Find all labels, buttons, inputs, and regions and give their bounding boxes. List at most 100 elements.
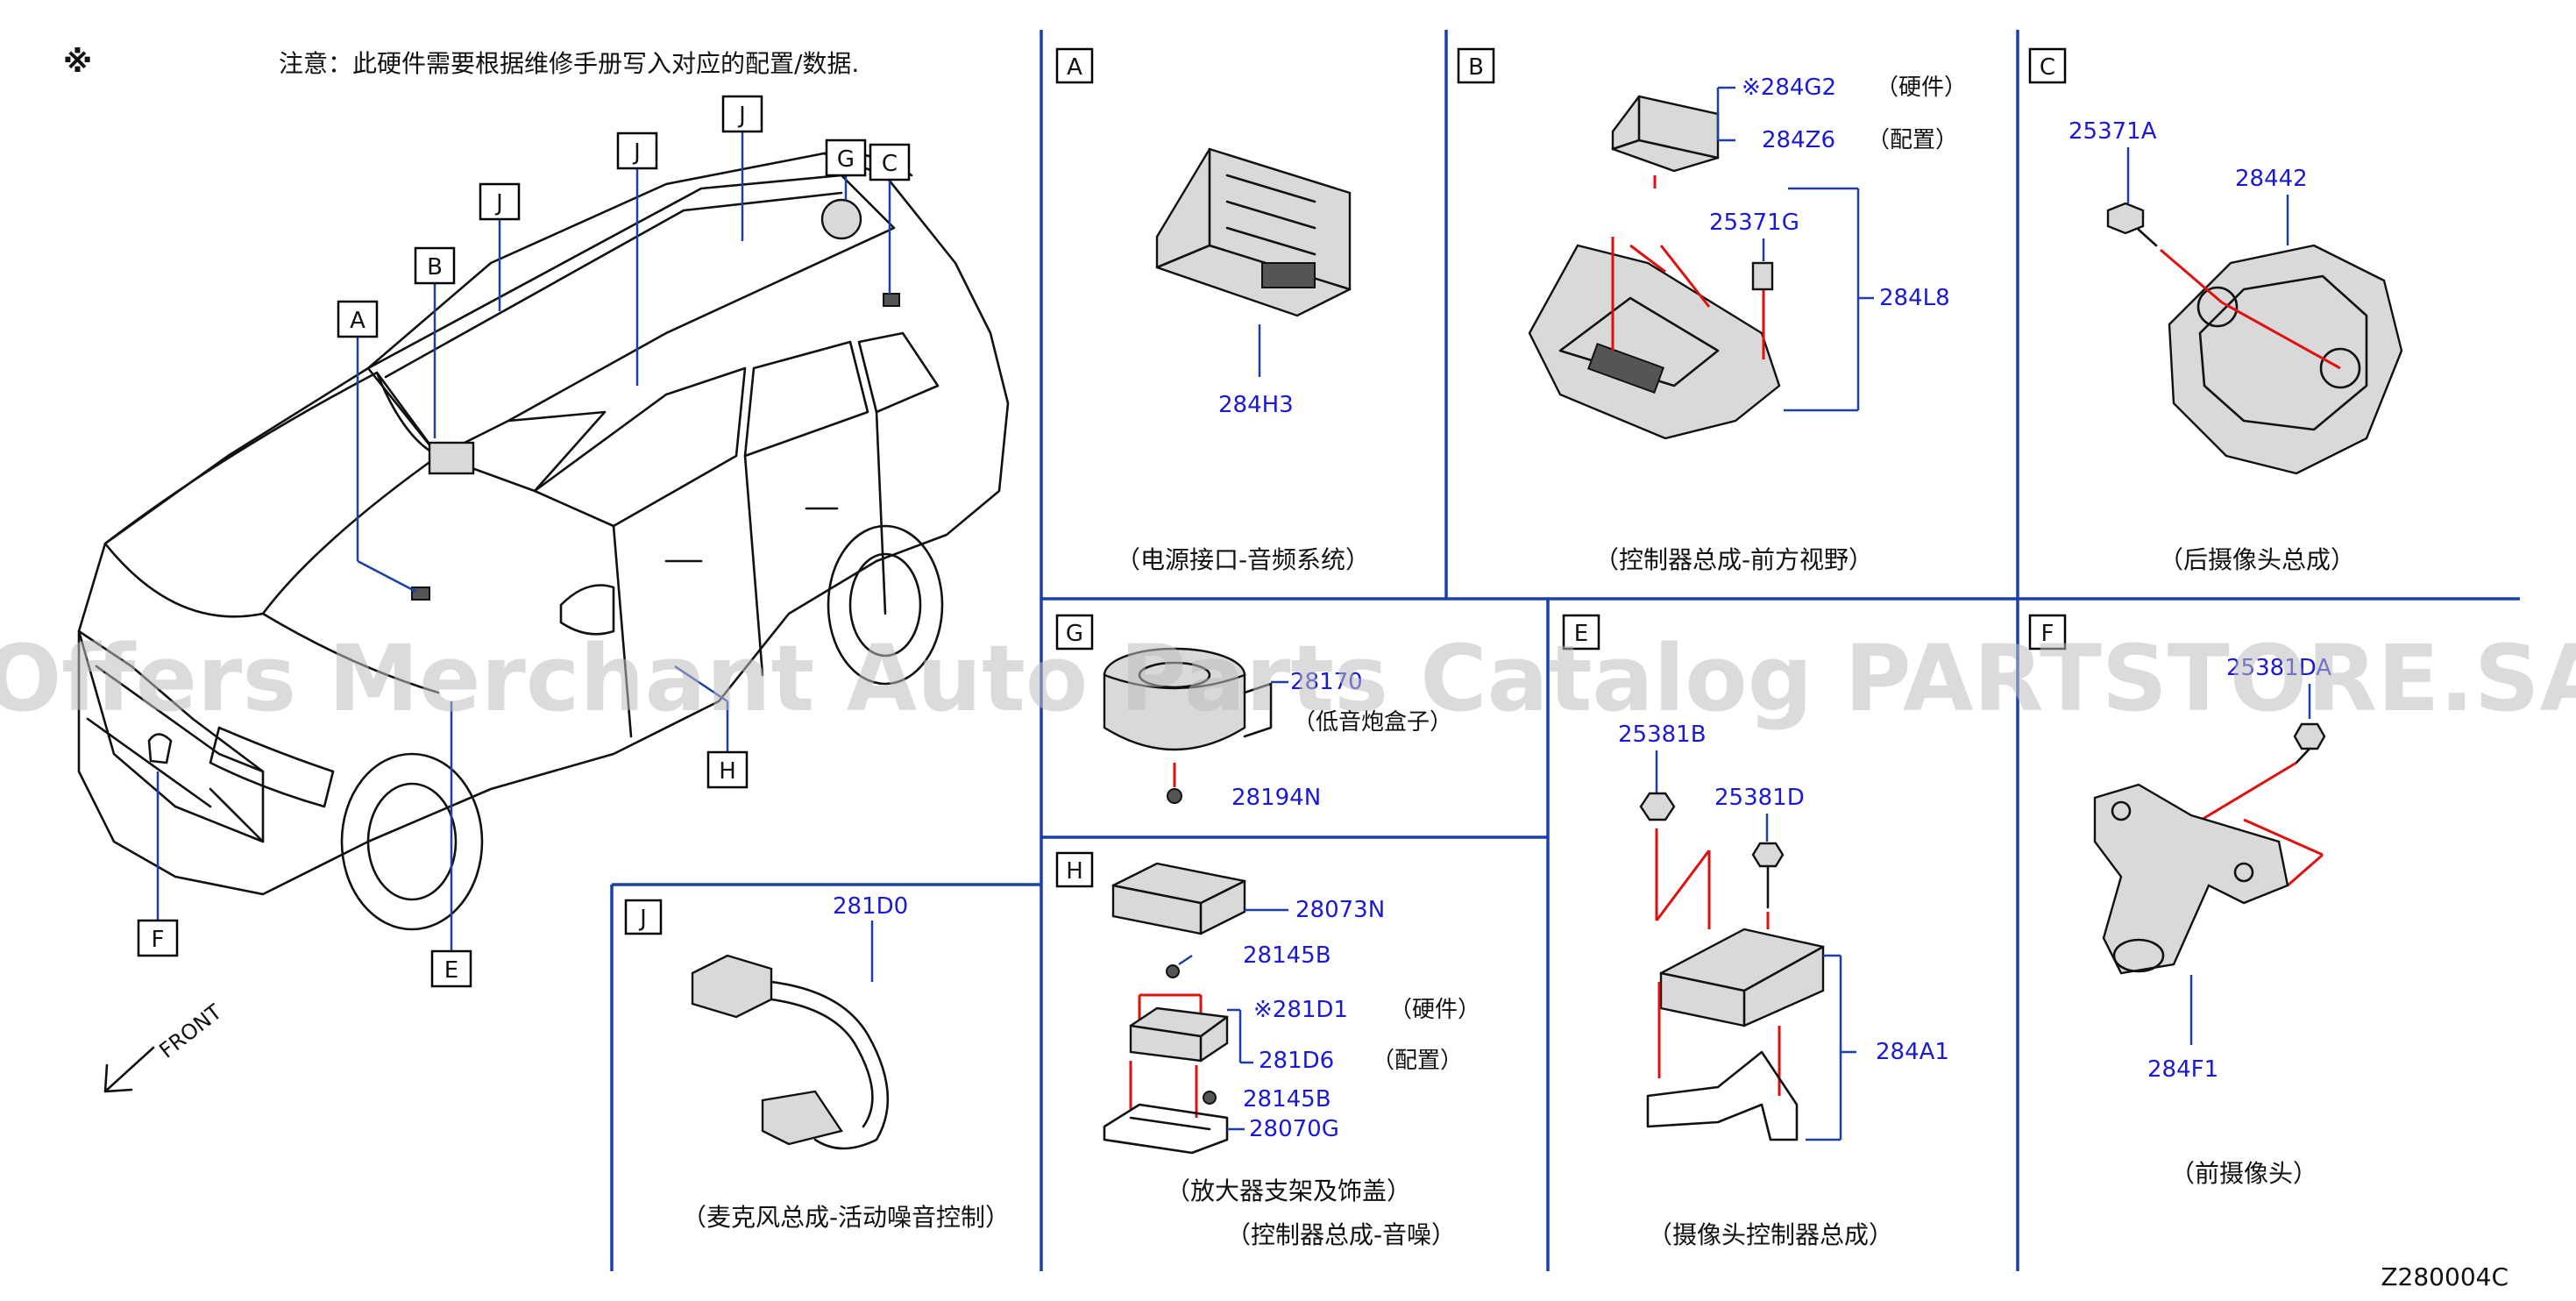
part-284Z6: 284Z6 [1762, 127, 1835, 153]
controller-anc-part [1129, 1006, 1229, 1063]
part-284L8: 284L8 [1879, 285, 1950, 311]
panel-H: H 28073N 28145B ※281D1 （硬件） 281D6 （配置） 2… [1055, 851, 1480, 1249]
clip-28145B-top [1166, 964, 1180, 978]
callout-J-1[interactable]: J [479, 182, 521, 221]
hardware-symbol: ※ [63, 45, 92, 80]
svg-text:A: A [350, 308, 365, 334]
panel-B-letter: B [1468, 54, 1484, 81]
panel-H-caption: （放大器支架及饰盖） [1166, 1177, 1411, 1205]
svg-text:J: J [494, 190, 503, 217]
part-28194N: 28194N [1231, 785, 1321, 811]
panel-F: F 25381DA 284F1 （前摄像头） [2028, 614, 2331, 1188]
marker-f [147, 733, 173, 764]
note-hardware-H: （硬件） [1389, 997, 1480, 1023]
marker-g [820, 198, 862, 240]
panel-G-letter: G [1066, 621, 1083, 647]
part-25381DA: 25381DA [2226, 655, 2331, 681]
svg-text:B: B [427, 254, 443, 281]
panel-G-letter-box [1055, 614, 1094, 650]
part-25371A: 25371A [2069, 118, 2157, 145]
svg-text:C: C [882, 151, 898, 177]
marker-b [428, 441, 475, 475]
callout-J-3[interactable]: J [721, 95, 763, 133]
bolt-25381DA [2293, 722, 2326, 764]
part-25381B: 25381B [1618, 722, 1707, 748]
panel-grid [610, 30, 2520, 1271]
part-28070G: 28070G [1249, 1116, 1339, 1142]
svg-text:G: G [837, 146, 855, 173]
part-281D1: ※281D1 [1253, 997, 1348, 1023]
housing-part [1528, 244, 1781, 440]
nut-25381B [1639, 792, 1676, 821]
panel-H-letter-box [1055, 851, 1094, 888]
marker-c [883, 293, 900, 307]
note-hardware-B: （硬件） [1876, 75, 1967, 101]
callout-J-2[interactable]: J [616, 132, 658, 170]
amplifier-part [1111, 862, 1246, 935]
panel-A-letter: A [1067, 54, 1082, 81]
panel-E-letter: E [1574, 621, 1588, 647]
note-config-H: （配置） [1372, 1048, 1463, 1074]
marker-a [411, 587, 430, 601]
watermark: Offers Merchant Auto Parts Catalog PARTS… [0, 625, 2576, 732]
svg-text:H: H [719, 758, 736, 785]
part-284F1: 284F1 [2147, 1056, 2218, 1083]
panel-G: G 28170 （低音炮盒子） 28194N [1055, 614, 1452, 811]
clip-28194N [1167, 788, 1182, 804]
svg-text:J: J [632, 139, 641, 166]
svg-text:F: F [152, 927, 165, 953]
panel-J-caption: （麦克风总成-活动噪音控制） [682, 1203, 1010, 1232]
power-outlet-part [1155, 147, 1352, 317]
front-arrow-icon [103, 1046, 155, 1093]
svg-text:E: E [444, 957, 458, 984]
part-284H3: 284H3 [1218, 392, 1294, 418]
note-config-B: （配置） [1867, 127, 1958, 153]
front-indicator: FRONT [103, 999, 227, 1093]
microphone-part [691, 954, 890, 1150]
panel-F-letter: F [2041, 621, 2054, 647]
panel-H-caption-2: （控制器总成-音噪） [1226, 1220, 1456, 1249]
callout-H[interactable]: H [706, 750, 749, 789]
panel-J-letter-box [624, 899, 663, 935]
part-281D0: 281D0 [833, 893, 908, 920]
panel-A: A 284H3 （电源接口-音频系统） [1055, 47, 1370, 574]
panel-J: J 281D0 （麦克风总成-活动噪音控制） [624, 893, 1010, 1232]
header-note: 注意：此硬件需要根据维修手册写入对应的配置/数据. [279, 49, 859, 78]
panel-A-letter-box [1055, 47, 1094, 84]
panel-E: E 25381B 25381D 284A1 （摄像头控制器总成） [1562, 614, 1949, 1249]
panel-E-caption: （摄像头控制器总成） [1648, 1220, 1893, 1249]
callout-A[interactable]: A [337, 300, 379, 338]
rear-camera-bracket-part [2168, 244, 2403, 475]
panel-C-letter: C [2040, 54, 2055, 81]
panel-G-caption: （低音炮盒子） [1293, 709, 1452, 736]
part-25381D: 25381D [1714, 785, 1805, 811]
part-28170: 28170 [1290, 669, 1363, 695]
panel-C-letter-box [2028, 47, 2067, 84]
camera-bracket-part [1646, 1050, 1799, 1141]
controller-module-part [1611, 95, 1720, 173]
diagram-code: Z280004C [2381, 1262, 2509, 1291]
panel-H-letter: H [1066, 858, 1083, 885]
bolt-25381D [1751, 842, 1785, 909]
vehicle-leaders [156, 132, 891, 951]
clip-25371G [1751, 261, 1774, 291]
subwoofer-part [1103, 647, 1273, 751]
front-camera-part [2093, 783, 2289, 975]
callout-G[interactable]: G [825, 139, 867, 177]
panel-A-caption: （电源接口-音频系统） [1116, 545, 1370, 574]
panel-B-caption: （控制器总成-前方视野） [1594, 545, 1873, 574]
vehicle-illustration [77, 152, 1010, 931]
panel-C: C 25371A 28442 （后摄像头总成） [2028, 47, 2403, 574]
callout-F[interactable]: F [137, 919, 179, 957]
part-28073N: 28073N [1295, 897, 1385, 923]
callout-C[interactable]: C [869, 143, 911, 181]
panel-E-letter-box [1562, 614, 1600, 650]
panel-B: B ※284G2 （硬件） 284Z6 （配置） 25371G 284L8 [1457, 47, 1967, 574]
clip-28145B-bottom [1203, 1091, 1217, 1105]
callout-E[interactable]: E [430, 949, 472, 988]
panel-B-letter-box [1457, 47, 1495, 84]
callout-B[interactable]: B [414, 246, 456, 285]
bolt-25371A [2106, 202, 2158, 247]
panel-F-letter-box [2028, 614, 2067, 650]
